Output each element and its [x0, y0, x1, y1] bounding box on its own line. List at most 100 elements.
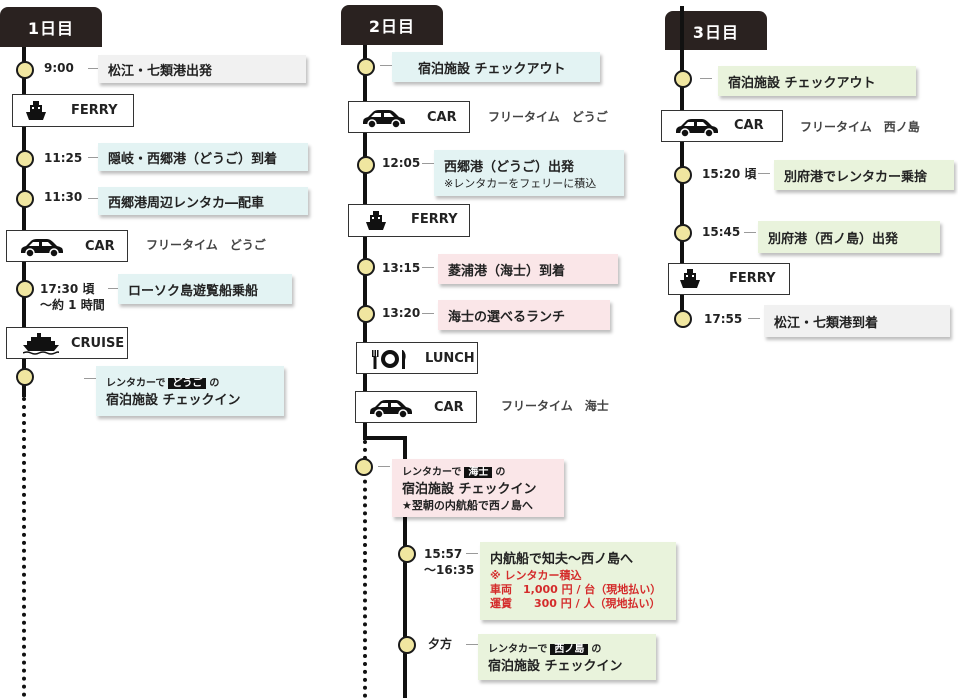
time-label: 17:55: [704, 312, 743, 326]
event-card: 松江・七類港到着: [764, 305, 950, 337]
connector: [422, 163, 434, 164]
time-label: 11:25: [44, 151, 83, 165]
connector: [84, 378, 96, 379]
connector: [380, 65, 392, 66]
event-text: 海士の選べるランチ: [448, 309, 566, 325]
timeline-dot: [674, 166, 692, 184]
event-text: 宿泊施設 チェックイン: [106, 393, 241, 408]
time-label: 夕方: [428, 637, 453, 651]
event-card: レンタカーで西ノ島の 宿泊施設 チェックイン: [478, 634, 656, 680]
car-icon: [359, 109, 407, 129]
day2-timeline: [363, 45, 367, 440]
connector: [88, 68, 100, 69]
event-card: 海士の選べるランチ: [438, 300, 610, 330]
ferry-icon: [365, 210, 387, 232]
event-subtext: レンタカーで海士の: [402, 467, 506, 478]
transport-car: CAR: [355, 391, 477, 423]
transport-cruise: CRUISE: [6, 327, 128, 359]
timeline-dot: [357, 58, 375, 76]
ferry-icon: [25, 100, 47, 122]
free-time-label: フリータイム どうご: [488, 110, 608, 124]
event-card: 別府港（西ノ島）出発: [758, 221, 940, 253]
time-label: 15:45: [702, 225, 741, 239]
event-text: 宿泊施設 チェックアウト: [728, 75, 876, 91]
event-card: 内航船で知夫〜西ノ島へ ※ レンタカー積込 車両 1,000 円 / 台（現地払…: [480, 542, 676, 620]
timeline-dot: [16, 280, 34, 298]
time-start: 15:57: [424, 547, 463, 561]
day3-timeline: [680, 6, 684, 318]
connector: [378, 466, 390, 467]
free-time-label: フリータイム どうご: [146, 238, 266, 252]
day2-branch-v: [403, 436, 407, 698]
connector: [744, 232, 756, 233]
time-label: 17:30 頃 〜約 1 時間: [40, 281, 105, 313]
time-label: 12:05: [382, 156, 421, 170]
timeline-dot: [16, 368, 34, 386]
day1-header: 1日目: [0, 7, 102, 47]
transport-label: CAR: [434, 400, 464, 415]
timeline-dot: [16, 61, 34, 79]
transport-label: FERRY: [71, 103, 118, 118]
event-card: 西郷港周辺レンタカ―配車: [98, 187, 308, 215]
event-text: 西郷港周辺レンタカ―配車: [108, 195, 265, 211]
time-duration: 〜約 1 時間: [40, 298, 105, 312]
transport-car: CAR: [661, 110, 783, 142]
car-icon: [17, 238, 65, 258]
transport-car: CAR: [6, 230, 128, 262]
time-start: 17:30 頃: [40, 282, 95, 296]
connector: [422, 267, 434, 268]
connector: [88, 198, 100, 199]
transport-label: FERRY: [411, 212, 458, 227]
area-highlight: どうご: [168, 378, 207, 389]
event-card: 宿泊施設 チェックアウト: [718, 66, 916, 96]
connector: [108, 288, 120, 289]
time-end: 〜16:35: [424, 563, 475, 577]
timeline-dot: [674, 224, 692, 242]
free-time-label: フリータイム 海士: [501, 399, 609, 413]
event-text: 西郷港（どうご）出発: [444, 159, 575, 175]
timeline-dot: [357, 156, 375, 174]
timeline-dot: [357, 258, 375, 276]
transport-ferry: FERRY: [668, 263, 790, 295]
day2-timeline-dotted: [363, 440, 367, 698]
ferry-icon: [679, 268, 701, 290]
day2-branch-h: [363, 436, 407, 440]
timeline-dot: [16, 150, 34, 168]
connector: [758, 173, 770, 174]
time-label: 13:20: [382, 306, 421, 320]
transport-ferry: FERRY: [348, 204, 470, 237]
transport-label: CAR: [85, 239, 115, 254]
event-subtext: レンタカーでどうごの: [106, 378, 220, 389]
connector: [466, 644, 478, 645]
transport-label: FERRY: [729, 271, 776, 286]
transport-lunch: LUNCH: [356, 342, 478, 374]
time-label: 15:57 〜16:35: [424, 546, 474, 578]
connector: [422, 313, 434, 314]
timeline-dot: [398, 545, 416, 563]
transport-label: CAR: [427, 110, 457, 125]
event-text: 松江・七類港出発: [108, 63, 213, 79]
timeline-dot: [674, 310, 692, 328]
event-text: 隠岐・西郷港（どうご）到着: [108, 151, 278, 167]
event-card: 宿泊施設 チェックアウト: [392, 52, 600, 82]
connector: [88, 157, 100, 158]
event-card: 隠岐・西郷港（どうご）到着: [98, 143, 308, 171]
timeline-dot: [355, 458, 373, 476]
day1-timeline-dotted: [22, 397, 26, 697]
day2-header: 2日目: [341, 5, 443, 45]
event-text: 別府港でレンタカー乗捨: [784, 169, 928, 185]
connector: [466, 553, 478, 554]
fee-passenger: 運賃 300 円 / 人（現地払い）: [490, 597, 661, 610]
event-card: 西郷港（どうご）出発 ※レンタカーをフェリーに積込: [434, 150, 624, 196]
event-note: ★翌朝の内航船で西ノ島へ: [402, 499, 533, 512]
transport-label: CRUISE: [71, 336, 125, 351]
event-card: 松江・七類港出発: [98, 55, 306, 83]
event-card: ローソク島遊覧船乗船: [118, 274, 292, 304]
event-card: 別府港でレンタカー乗捨: [774, 160, 954, 190]
time-label: 13:15: [382, 261, 421, 275]
event-card: 菱浦港（海士）到着: [438, 254, 618, 284]
connector: [748, 318, 760, 319]
transport-label: LUNCH: [425, 351, 475, 366]
time-label: 11:30: [44, 190, 83, 204]
free-time-label: フリータイム 西ノ島: [800, 120, 920, 134]
